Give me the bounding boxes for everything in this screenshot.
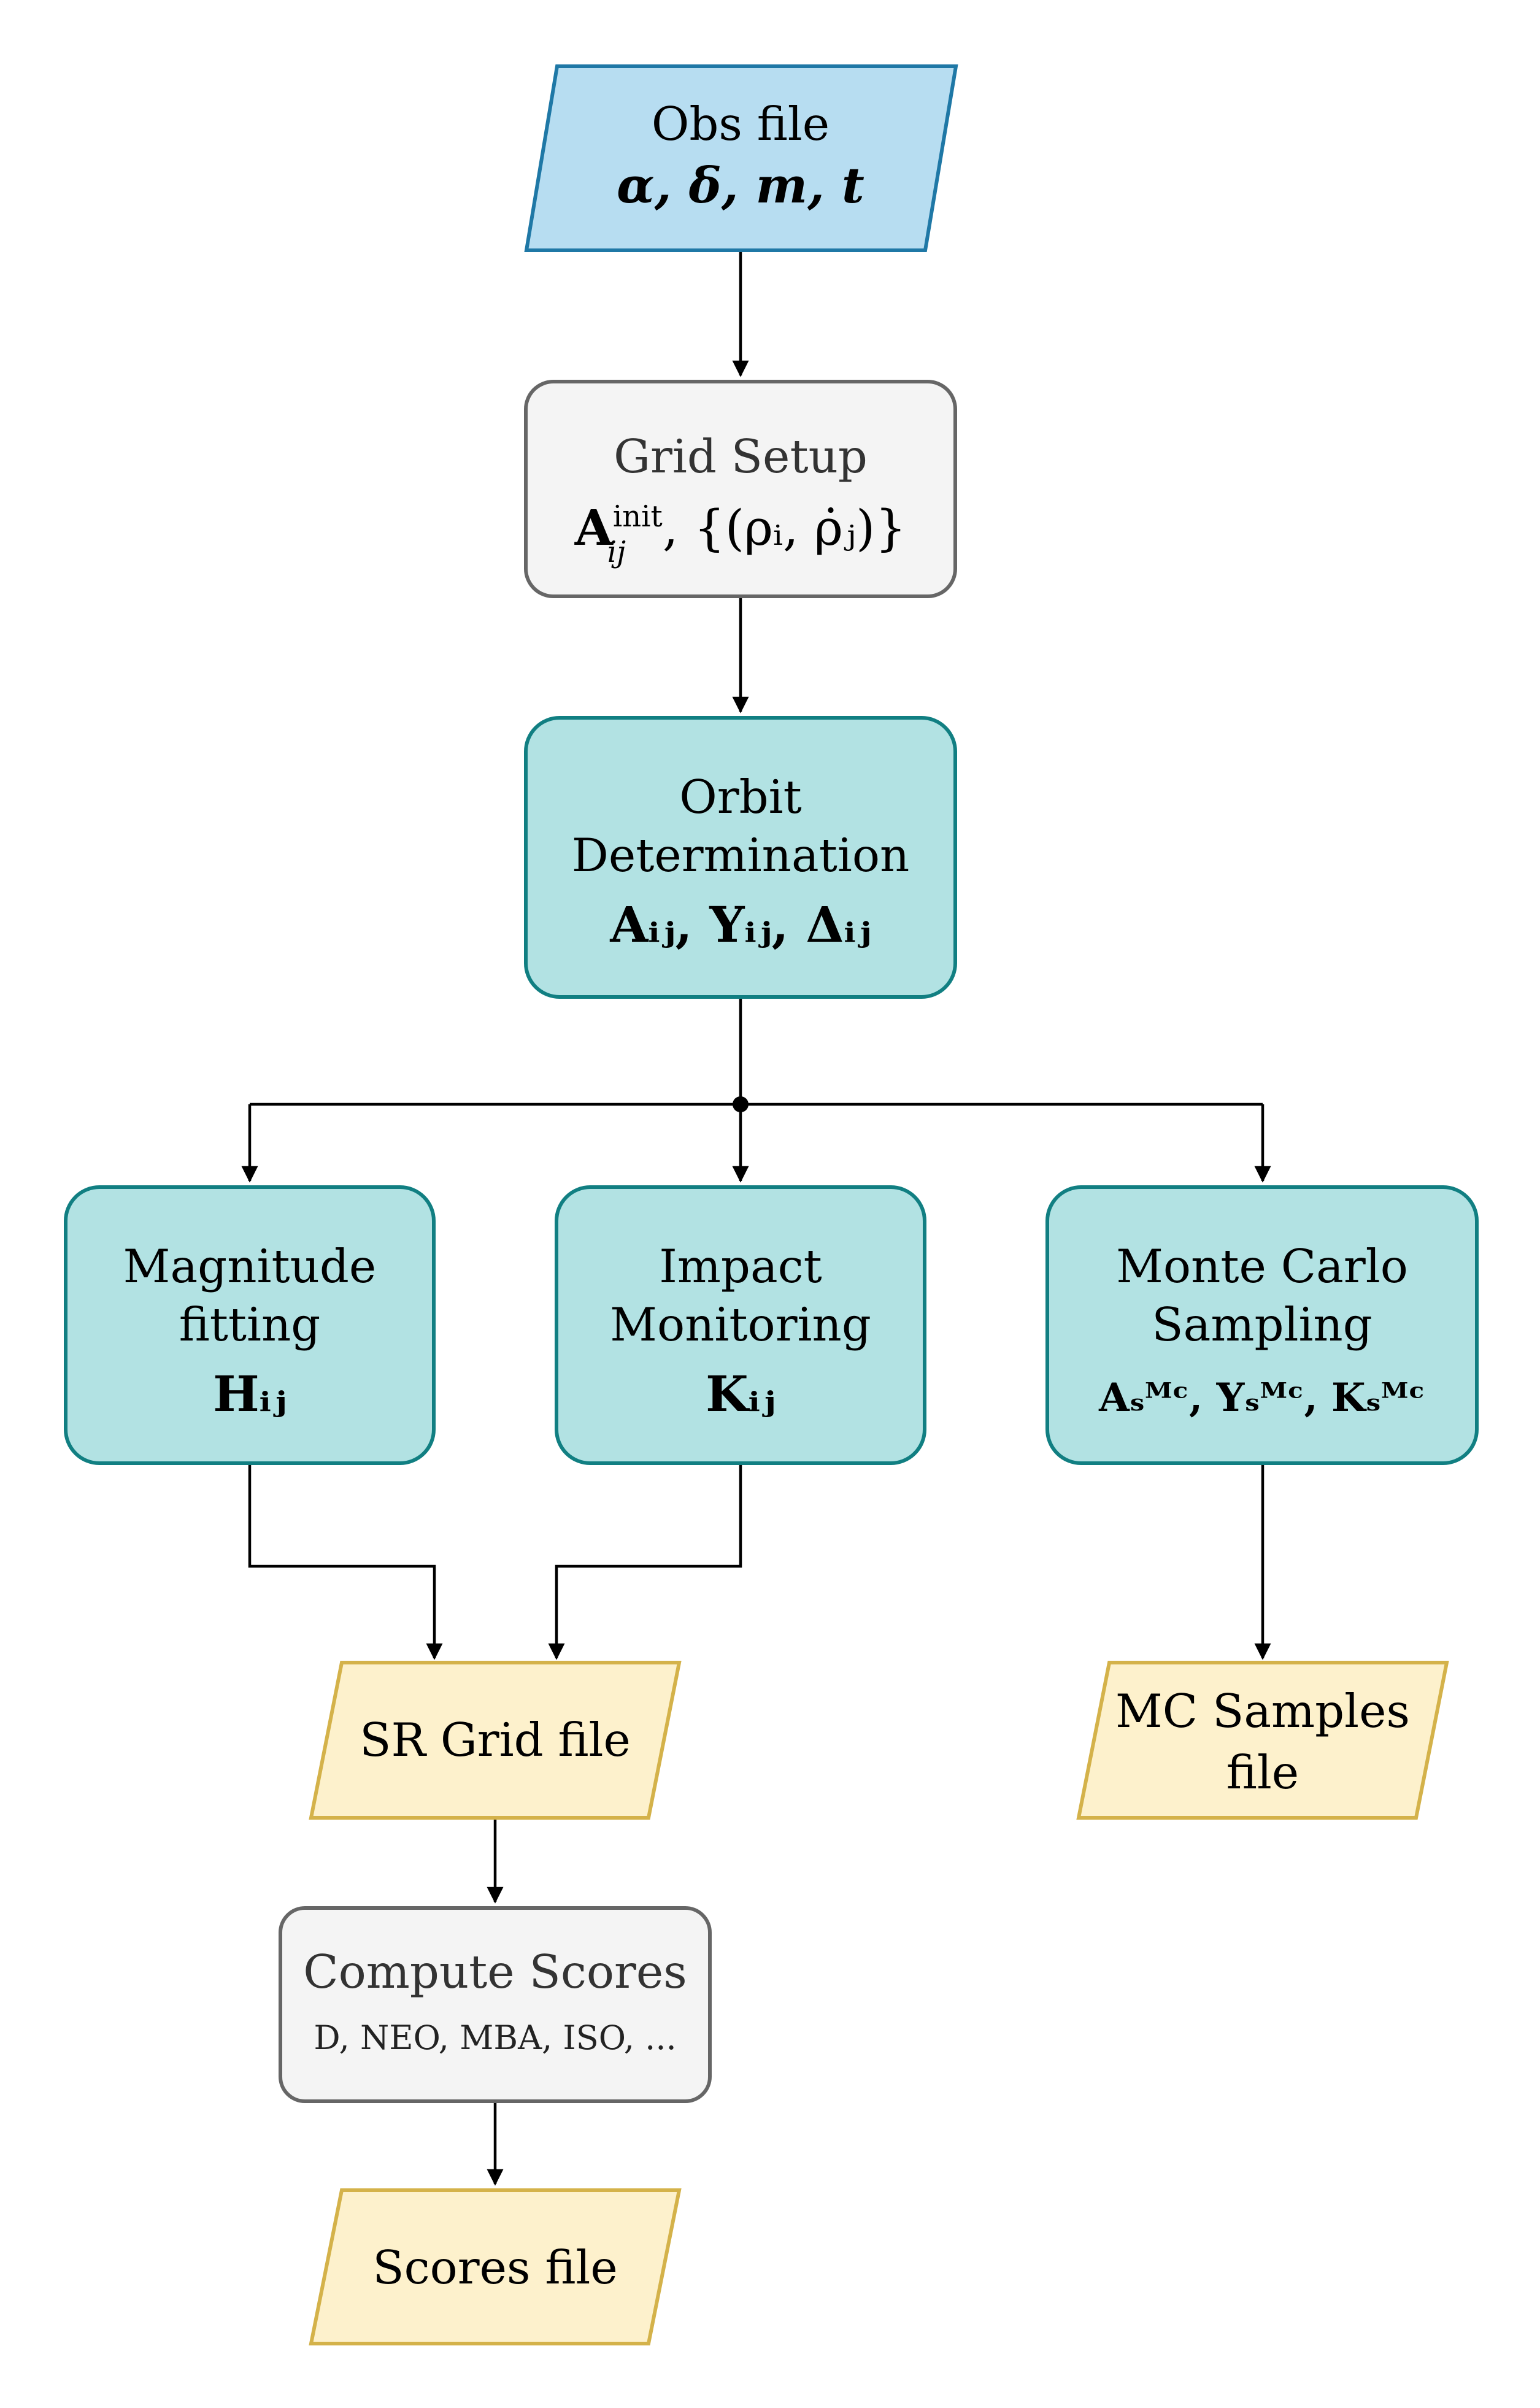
impact-monitoring-title-line2: Monitoring: [610, 1298, 871, 1352]
orbit-determination-title-line1: Orbit: [679, 770, 801, 824]
impact-monitoring-math: Kᵢⱼ: [706, 1365, 776, 1423]
mc-samples-file-title-line1: MC Samples: [1115, 1684, 1410, 1738]
monte-carlo-title-line1: Monte Carlo: [1116, 1239, 1408, 1293]
magnitude-fitting-node: Magnitude fitting Hᵢⱼ: [64, 1185, 436, 1465]
edges: [241, 250, 1271, 2186]
scores-file-shape: [309, 2188, 682, 2345]
obs-file-title: Obs file: [652, 97, 830, 151]
monte-carlo-math: Aₛᴹᶜ, Yₛᴹᶜ, Kₛᴹᶜ: [1098, 1375, 1425, 1421]
monte-carlo-node: Monte Carlo Sampling Aₛᴹᶜ, Yₛᴹᶜ, Kₛᴹᶜ: [1045, 1185, 1479, 1465]
impact-monitoring-shape: [555, 1185, 926, 1465]
orbit-determination-node: Orbit Determination Aᵢⱼ, Yᵢⱼ, Δᵢⱼ: [524, 716, 957, 999]
sr-grid-file-shape: [309, 1661, 682, 1820]
mc-samples-file-shape: [1076, 1661, 1449, 1820]
compute-scores-shape: [279, 1906, 712, 2103]
grid-setup-title: Grid Setup: [614, 429, 868, 483]
mc-samples-file-title-line2: file: [1226, 1745, 1299, 1799]
obs-file-math: α, δ, m, t: [617, 156, 864, 214]
scores-file-title: Scores file: [372, 2241, 618, 2295]
compute-scores-line2: D, NEO, MBA, ISO, ...: [314, 2018, 676, 2057]
magnitude-fitting-title-line1: Magnitude: [123, 1239, 377, 1293]
orbit-determination-title-line2: Determination: [572, 828, 910, 882]
orbit-determination-shape: [524, 716, 957, 999]
compute-scores-node: Compute Scores D, NEO, MBA, ISO, ...: [279, 1906, 712, 2103]
compute-scores-title: Compute Scores: [303, 1945, 687, 1999]
impact-monitoring-node: Impact Monitoring Kᵢⱼ: [555, 1185, 926, 1465]
orbit-determination-math: Aᵢⱼ, Yᵢⱼ, Δᵢⱼ: [609, 896, 871, 953]
magnitude-fitting-math: Hᵢⱼ: [213, 1365, 287, 1423]
grid-setup-shape: [524, 380, 957, 598]
sr-grid-file-title: SR Grid file: [360, 1713, 631, 1767]
obs-file-shape: [524, 64, 958, 252]
magnitude-fitting-title-line2: fitting: [179, 1298, 321, 1352]
scores-file-node: Scores file: [309, 2188, 682, 2345]
mc-samples-file-node: MC Samples file: [1076, 1661, 1449, 1820]
impact-monitoring-title-line1: Impact: [659, 1239, 822, 1293]
monte-carlo-shape: [1045, 1185, 1479, 1465]
monte-carlo-title-line2: Sampling: [1152, 1298, 1373, 1352]
obs-file-node: Obs file α, δ, m, t: [524, 64, 958, 252]
edge-magnitude-to-srgrid: [248, 1463, 443, 1660]
magnitude-fitting-shape: [64, 1185, 436, 1465]
sr-grid-file-node: SR Grid file: [309, 1661, 682, 1820]
edge-impact-to-srgrid: [548, 1463, 742, 1660]
